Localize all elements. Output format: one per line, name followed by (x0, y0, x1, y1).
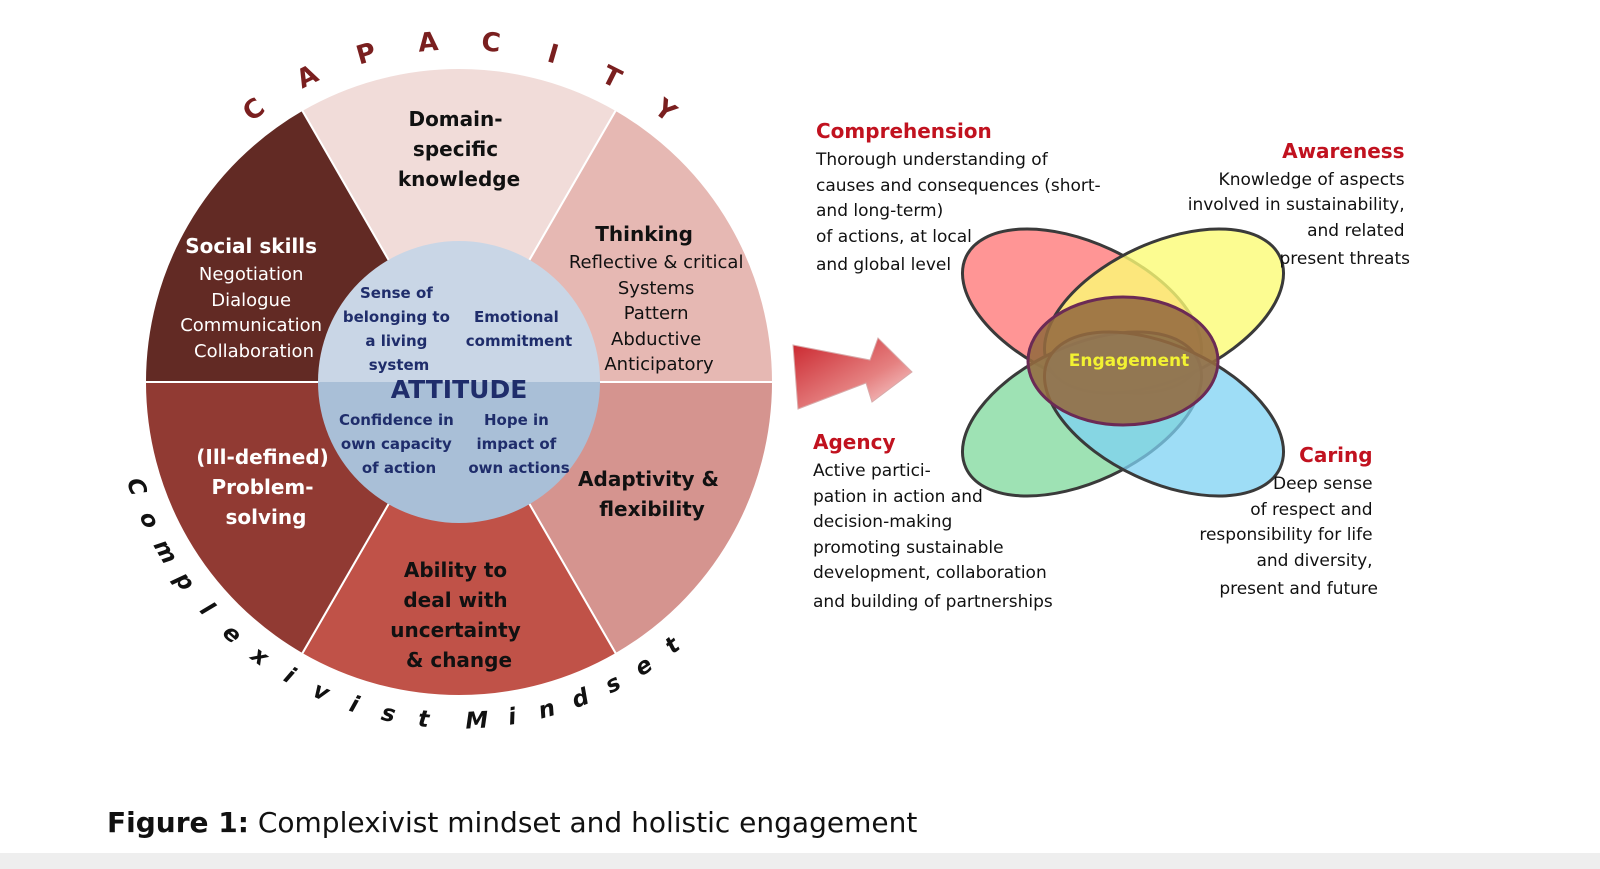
comprehension-block: Comprehension Thorough understanding of … (815, 119, 1106, 275)
awareness-block: Awareness Knowledge of aspects involved … (1188, 139, 1410, 269)
label-social-skills: Social skills Negotiation Dialogue Commu… (180, 234, 328, 362)
arc-letter: v (309, 677, 334, 707)
attitude-quadrant-hope (459, 382, 600, 523)
capacity-wheel: Domain- specific knowledge Thinking Refl… (121, 27, 775, 735)
label-ability-uncertainty: Ability to deal with uncertainty & chang… (390, 558, 527, 672)
arc-letter: P (353, 37, 380, 71)
arc-letter: i (279, 663, 300, 690)
arc-letter: A (292, 59, 323, 95)
arc-letter: C (480, 27, 502, 59)
arc-letter: s (601, 670, 625, 699)
arc-letter: Y (648, 93, 683, 130)
attitude-quadrant-confidence (318, 382, 459, 523)
engagement-label: Engagement (1069, 351, 1190, 371)
arc-letter: d (568, 684, 593, 714)
arc-letter: s (379, 700, 398, 728)
arc-letter: p (168, 566, 199, 595)
label-attitude-emotional: Emotional commitment (466, 308, 572, 350)
arc-letter: t (417, 706, 432, 733)
arc-letter: i (346, 691, 363, 719)
attitude-quadrant-belonging (318, 241, 459, 382)
label-domain-knowledge: Domain- specific knowledge (398, 107, 520, 191)
attitude-quadrant-emotional (459, 241, 600, 382)
arc-letter: I (544, 39, 562, 71)
arc-letter: i (506, 704, 519, 731)
arc-letter: C (121, 475, 151, 499)
caption-label: Figure 1: (107, 806, 249, 839)
right-arrow-icon (792, 337, 913, 410)
arc-letter: e (630, 652, 657, 682)
caption-text: Complexivist mindset and holistic engage… (248, 806, 918, 839)
label-thinking: Thinking Reflective & critical Systems P… (569, 222, 749, 375)
arc-letter: C (237, 92, 270, 127)
arc-letter: l (194, 598, 219, 622)
segment-domain-knowledge (300, 67, 618, 385)
arc-letter: o (134, 508, 164, 533)
bottom-bar (0, 853, 1600, 869)
arc-letter: A (417, 27, 440, 59)
ellipse-engagement (1026, 295, 1220, 427)
segment-ability-uncertainty (300, 379, 618, 697)
arc-letter: T (597, 60, 627, 95)
caring-block: Caring Deep sense of respect and respons… (1199, 443, 1378, 599)
arc-letter: e (217, 619, 246, 649)
label-problem-solving: (Ill-defined) Problem- solving (196, 445, 336, 529)
label-attitude-confidence: Confidence in own capacity of action (339, 411, 459, 477)
agency-block: Agency Active partici- pation in action … (813, 430, 1053, 612)
label-attitude-belonging: Sense of belonging to a living system (343, 284, 455, 374)
engagement-venn: Engagement (960, 227, 1286, 498)
label-attitude-hope: Hope in impact of own actions (468, 411, 569, 477)
arc-letter: n (536, 695, 559, 724)
attitude-title: ATTITUDE (391, 375, 528, 404)
arc-letter: t (660, 632, 686, 660)
label-adaptivity: Adaptivity & flexibility (578, 467, 726, 521)
arc-letter: x (245, 641, 274, 672)
arc-letter: M (465, 707, 489, 734)
figure-caption: Figure 1: Complexivist mindset and holis… (107, 806, 917, 839)
arc-letter: m (148, 535, 183, 569)
